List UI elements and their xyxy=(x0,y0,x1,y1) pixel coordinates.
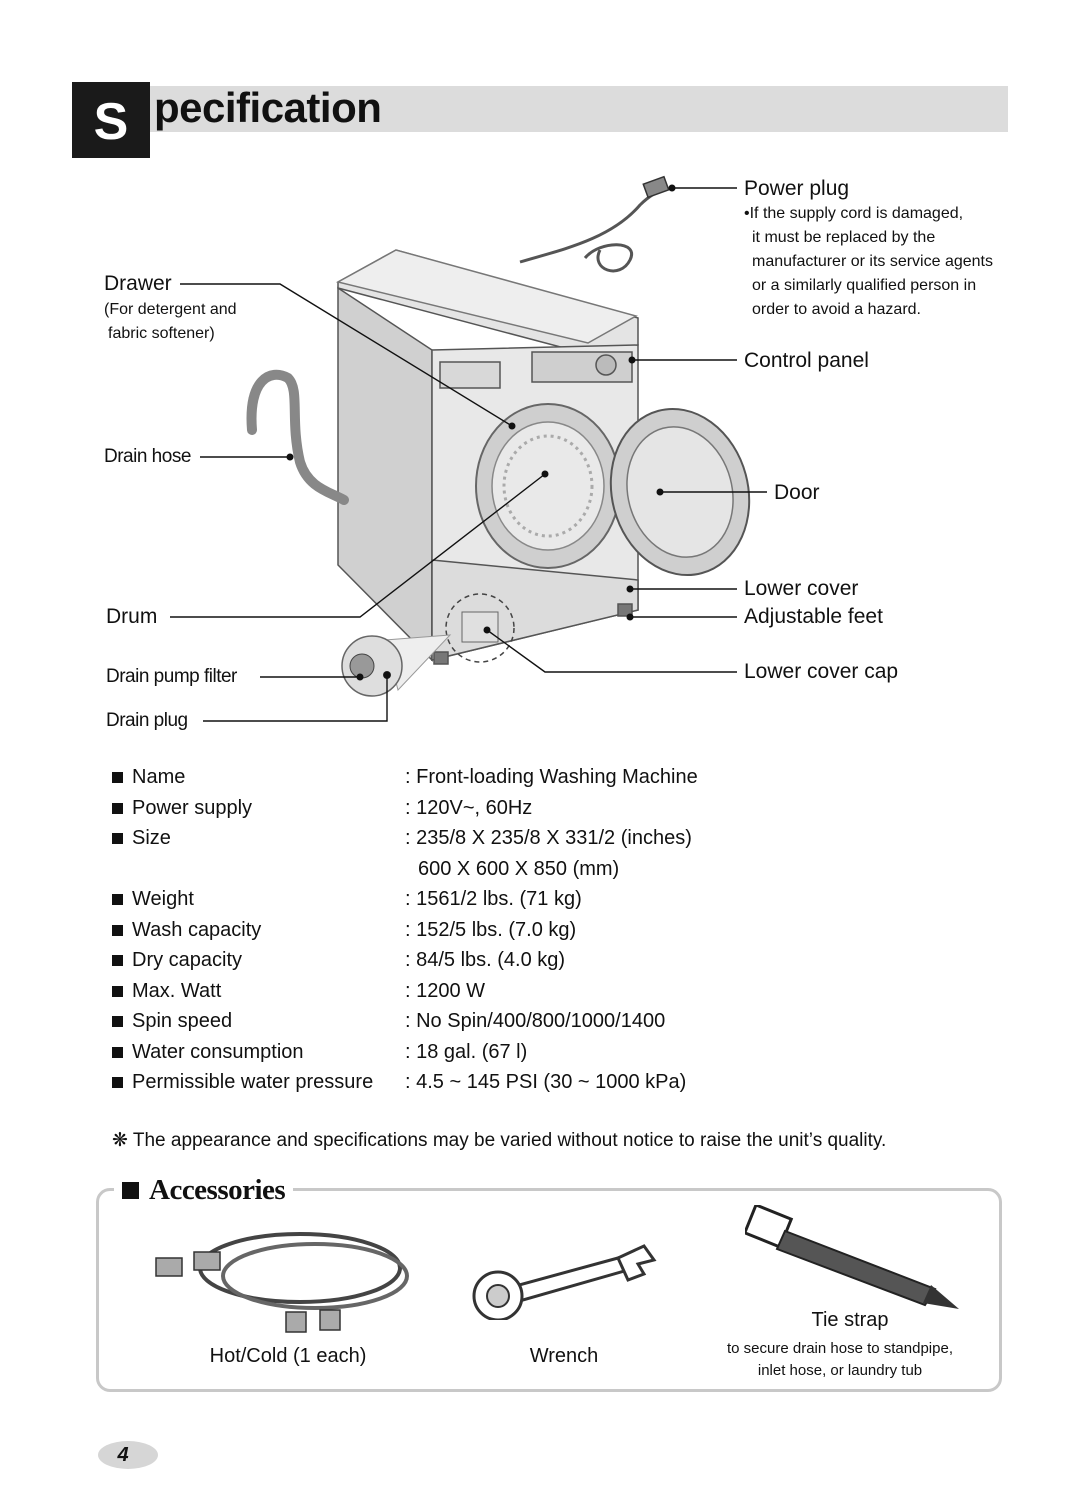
spec-name: Water consumption xyxy=(132,1040,304,1063)
spec-list: Name : Front-loading Washing Machine Powe… xyxy=(112,762,812,1098)
accessories-title: Accessories xyxy=(149,1173,286,1206)
bullet-square xyxy=(112,1046,123,1058)
spec-value: : No Spin/400/800/1000/1400 xyxy=(405,1010,666,1032)
tie-strap-note-2: inlet hose, or laundry tub xyxy=(757,1362,923,1379)
bullet-square xyxy=(122,1181,139,1199)
bullet-square xyxy=(112,955,123,966)
spec-value: : 1200 W xyxy=(405,979,486,1002)
tie-strap-illustration xyxy=(745,1205,959,1309)
spec-name: Wash capacity xyxy=(132,918,262,941)
spec-row: Dry capacity : 84/5 lbs. (4.0 kg) xyxy=(112,945,812,976)
accessory-tie-strap-label: Tie strap xyxy=(811,1309,889,1331)
label-drawer-note-1: (For detergent and xyxy=(104,301,237,318)
spec-name: Weight xyxy=(132,888,194,910)
spec-name: Dry capacity xyxy=(132,949,243,971)
power-plug-note: •If the supply cord is damaged, it must … xyxy=(744,202,1044,322)
water-hoses-illustration xyxy=(155,1232,409,1333)
title-initial: S xyxy=(93,93,129,151)
spec-row: Spin speed : No Spin/400/800/1000/1400 xyxy=(112,1006,812,1037)
washing-machine-diagram xyxy=(170,175,767,722)
power-note-line: it must be replaced by the xyxy=(752,229,936,246)
label-lower-cover: Lower cover xyxy=(744,577,859,600)
leader-lines xyxy=(170,187,767,722)
spec-row: Name : Front-loading Washing Machine xyxy=(112,762,812,793)
spec-value: : Front-loading Washing Machine xyxy=(405,766,698,788)
spec-row: Max. Watt : 1200 W xyxy=(112,976,812,1007)
spec-value: : 1561/2 lbs. (71 kg) xyxy=(405,888,582,910)
spec-value: 600 X 600 X 850 (mm) xyxy=(418,857,620,880)
title-bar xyxy=(74,86,1008,132)
bullet-square xyxy=(112,802,123,814)
drain-pump-filter-zoom xyxy=(341,634,452,697)
power-note-line: or a similarly qualified person in xyxy=(752,277,977,294)
spec-name: Max. Watt xyxy=(132,979,222,1002)
power-cord-illustration xyxy=(519,175,670,273)
spec-row: Weight : 1561/2 lbs. (71 kg) xyxy=(112,884,812,915)
spec-value: : 4.5 ~ 145 PSI (30 ~ 1000 kPa) xyxy=(405,1071,687,1093)
spec-value: : 152/5 lbs. (7.0 kg) xyxy=(405,918,577,941)
bullet-square xyxy=(112,833,123,844)
spec-row: Permissible water pressure : 4.5 ~ 145 PS… xyxy=(112,1067,812,1098)
power-note-line: order to avoid a hazard. xyxy=(752,301,921,318)
spec-name: Permissible water pressure xyxy=(132,1071,374,1093)
bullet-square xyxy=(112,924,123,936)
page-title: pecification xyxy=(154,84,382,131)
spec-row: Power supply : 120V~, 60Hz xyxy=(112,793,812,824)
lower-cover-cap-highlight xyxy=(445,593,515,663)
accessories-heading: Accessories xyxy=(114,1170,294,1210)
label-adjustable-feet: Adjustable feet xyxy=(744,605,883,628)
spec-row: Wash capacity : 152/5 lbs. (7.0 kg) xyxy=(112,915,812,946)
accessory-wrench-label: Wrench xyxy=(529,1345,599,1367)
label-drain-plug: Drain plug xyxy=(106,710,188,731)
footnote: ❋ The appearance and specifications may … xyxy=(112,1130,887,1151)
spec-row: Water consumption : 18 gal. (67 l) xyxy=(112,1037,812,1068)
label-drawer-note-2: fabric softener) xyxy=(108,325,215,342)
page-number: 4 xyxy=(117,1444,129,1466)
spec-value: : 18 gal. (67 l) xyxy=(405,1040,528,1063)
label-drum: Drum xyxy=(106,605,158,628)
bullet-square xyxy=(112,894,123,905)
power-note-line: manufacturer or its service agents xyxy=(752,253,993,270)
label-drain-pump-filter: Drain pump filter xyxy=(106,666,237,687)
drum-illustration xyxy=(475,403,621,569)
label-control-panel: Control panel xyxy=(744,349,869,372)
page-number-badge xyxy=(98,1441,158,1469)
title-initial-box xyxy=(72,82,150,158)
spec-name: Name xyxy=(132,766,186,788)
power-note-line: •If the supply cord is damaged, xyxy=(744,205,964,222)
label-door: Door xyxy=(774,481,820,504)
spec-row: Size : 235/8 X 235/8 X 331/2 (inches) xyxy=(112,823,812,854)
bullet-square xyxy=(112,1077,123,1088)
bullet-square xyxy=(112,985,123,997)
label-power-plug: Power plug xyxy=(744,177,850,200)
spec-name: Spin speed xyxy=(132,1010,233,1032)
tie-strap-note-1: to secure drain hose to standpipe, xyxy=(727,1340,953,1357)
leader-dots xyxy=(286,184,676,681)
accessories-panel xyxy=(96,1188,1002,1392)
spec-row: 600 X 600 X 850 (mm) xyxy=(112,854,812,885)
accessory-hoses-label: Hot/Cold (1 each) xyxy=(209,1345,367,1367)
spec-name: Power supply xyxy=(132,796,253,819)
spec-name: Size xyxy=(132,827,171,849)
label-drawer: Drawer xyxy=(104,272,172,295)
spec-value: : 120V~, 60Hz xyxy=(405,796,533,819)
label-drain-hose: Drain hose xyxy=(104,446,191,467)
wrench-illustration xyxy=(472,1244,657,1320)
bullet-square xyxy=(112,1016,123,1027)
spec-value: : 235/8 X 235/8 X 331/2 (inches) xyxy=(405,827,692,849)
drain-hose-illustration xyxy=(246,369,349,505)
spec-value: : 84/5 lbs. (4.0 kg) xyxy=(405,949,566,971)
bullet-square xyxy=(112,772,123,783)
label-lower-cover-cap: Lower cover cap xyxy=(744,660,899,683)
